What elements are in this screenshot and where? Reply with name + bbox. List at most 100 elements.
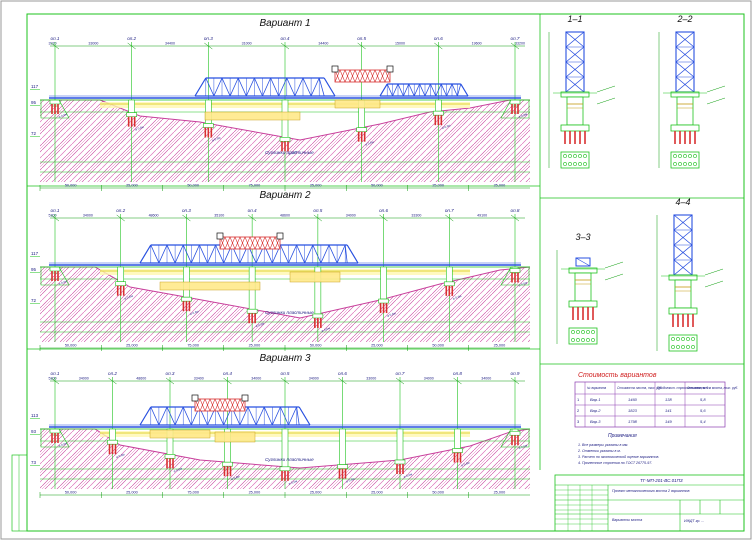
cross-section-1: 1–1 xyxy=(548,14,616,169)
support-label: оп.7 xyxy=(445,208,454,213)
top-dimension: 5300 xyxy=(49,377,57,381)
top-dimension: 33200 xyxy=(515,42,525,46)
top-dimension: 15000 xyxy=(395,42,405,46)
elevation-mark: 72 xyxy=(31,298,37,303)
support-label: оп.3 xyxy=(182,208,191,213)
bottom-dimension: 25,000 xyxy=(310,184,322,188)
note-line: 1. Все размеры указаны в мм. xyxy=(578,443,628,447)
svg-text:⌀ 0,6м: ⌀ 0,6м xyxy=(387,311,397,318)
cross-section-4: 4–4 xyxy=(656,197,724,352)
support-label: оп.6 xyxy=(434,36,443,41)
cost-header-3: Стоимость 1 м моста, тыс. руб. xyxy=(687,386,738,390)
elevation-mark: 95 xyxy=(31,267,37,272)
svg-text:⌀ 0,6м: ⌀ 0,6м xyxy=(345,477,355,484)
bottom-dimension: 50,000 xyxy=(310,344,322,348)
section-title: 4–4 xyxy=(675,197,690,207)
pier xyxy=(435,99,442,112)
support-label: оп.4 xyxy=(281,36,290,41)
svg-text:⌀ 0,6м: ⌀ 0,6м xyxy=(58,112,68,119)
cost-cell: 5,4 xyxy=(700,419,706,424)
svg-text:1: 1 xyxy=(577,397,580,402)
support-label: оп.9 xyxy=(511,371,520,376)
svg-text:⌀ 0,6м: ⌀ 0,6м xyxy=(365,140,375,147)
pile-plan xyxy=(668,334,698,352)
svg-text:⌀ 0,6м: ⌀ 0,6м xyxy=(124,294,134,301)
bottom-dimension: 75,000 xyxy=(187,344,199,348)
top-dimension: 34400 xyxy=(318,42,328,46)
support-label: оп.5 xyxy=(313,208,322,213)
erection-crane xyxy=(331,65,394,83)
cost-cell: 1798 xyxy=(628,419,638,424)
support-label: оп.8 xyxy=(453,371,462,376)
cost-cell: 5,8 xyxy=(700,397,706,402)
support-label: оп.5 xyxy=(281,371,290,376)
support-label: оп.1 xyxy=(51,36,60,41)
elevation-mark: 117 xyxy=(31,84,39,89)
top-dimension: 31000 xyxy=(242,42,252,46)
cost-cell: 5,6 xyxy=(700,408,706,413)
cross-section-2: 2–2 xyxy=(658,14,726,169)
bottom-dimension: 25,000 xyxy=(371,491,383,495)
pile-plan xyxy=(568,327,598,345)
notes-block: Примечания 1. Все размеры указаны в мм. … xyxy=(577,433,659,465)
support-label: оп.7 xyxy=(511,36,520,41)
svg-text:⌀ 0,6м: ⌀ 0,6м xyxy=(518,112,528,119)
top-dimension: 34000 xyxy=(424,377,434,381)
variant-title: Вариант 3 xyxy=(259,353,311,364)
support-label: оп.1 xyxy=(51,208,60,213)
top-dimension: 48600 xyxy=(149,214,159,218)
cost-cell: 138 xyxy=(665,397,672,402)
svg-text:⌀ 0,6м: ⌀ 0,6м xyxy=(115,452,125,459)
elevation-mark: 93 xyxy=(31,429,37,434)
svg-text:⌀ 0,6м: ⌀ 0,6м xyxy=(135,125,145,132)
support-label: оп.6 xyxy=(379,208,388,213)
cost-cell: Вар.3 xyxy=(590,419,601,424)
note-line: 2. Отметки указаны в м. xyxy=(577,449,621,453)
section-title: 3–3 xyxy=(575,232,590,242)
svg-text:⌀ 0,6м: ⌀ 0,6м xyxy=(441,123,451,130)
svg-text:⌀ 0,6м: ⌀ 0,6м xyxy=(321,326,331,333)
pier xyxy=(396,428,404,461)
top-dimension: 34000 xyxy=(251,377,261,381)
bottom-dimension: 25,000 xyxy=(371,344,383,348)
pile-plan xyxy=(560,151,590,169)
top-dimension: 33000 xyxy=(366,377,376,381)
cost-table-title: Стоимость вариантов xyxy=(578,372,657,379)
elevation-mark: 117 xyxy=(31,251,39,256)
bottom-dimension: 25,000 xyxy=(126,184,138,188)
soil-label: Суглинки пластичные xyxy=(265,310,314,315)
pier xyxy=(339,428,346,465)
truss xyxy=(139,244,359,264)
top-dimension: 3920 xyxy=(49,42,57,46)
support-label: оп.2 xyxy=(127,36,136,41)
bottom-dimension: 75,000 xyxy=(187,491,199,495)
bottom-dimension: 50,000 xyxy=(432,491,444,495)
support-label: оп.1 xyxy=(51,371,60,376)
bottom-dimension: 25,000 xyxy=(494,344,506,348)
section-title: 2–2 xyxy=(676,14,692,24)
cost-header-1: Стоимость моста, тыс. руб. xyxy=(617,386,662,390)
cost-cell: 1460 xyxy=(628,397,638,402)
erection-crane xyxy=(191,394,249,412)
bottom-dimension: 25,000 xyxy=(494,491,506,495)
pier xyxy=(109,428,116,441)
elevation-mark: 72 xyxy=(31,131,37,136)
cost-cell: 1823 xyxy=(628,408,638,413)
cost-cell: Вар.2 xyxy=(590,408,601,413)
top-dimension: 5300 xyxy=(49,214,57,218)
top-dimension: 34000 xyxy=(79,377,89,381)
pier xyxy=(454,428,461,449)
elevation-mark: 113 xyxy=(31,413,39,418)
bottom-dimension: 25,000 xyxy=(126,491,138,495)
note-line: 4. Пролетные строения по ГОСТ 26775-97. xyxy=(578,461,652,465)
support-label: оп.2 xyxy=(108,371,117,376)
pier xyxy=(445,266,453,283)
support-label: оп.8 xyxy=(511,208,520,213)
svg-text:⌀ 0,6м: ⌀ 0,6м xyxy=(255,321,265,328)
top-dimension: 33300 xyxy=(411,214,421,218)
svg-text:⌀ 0,6м: ⌀ 0,6м xyxy=(189,309,199,316)
svg-text:3: 3 xyxy=(577,419,580,424)
